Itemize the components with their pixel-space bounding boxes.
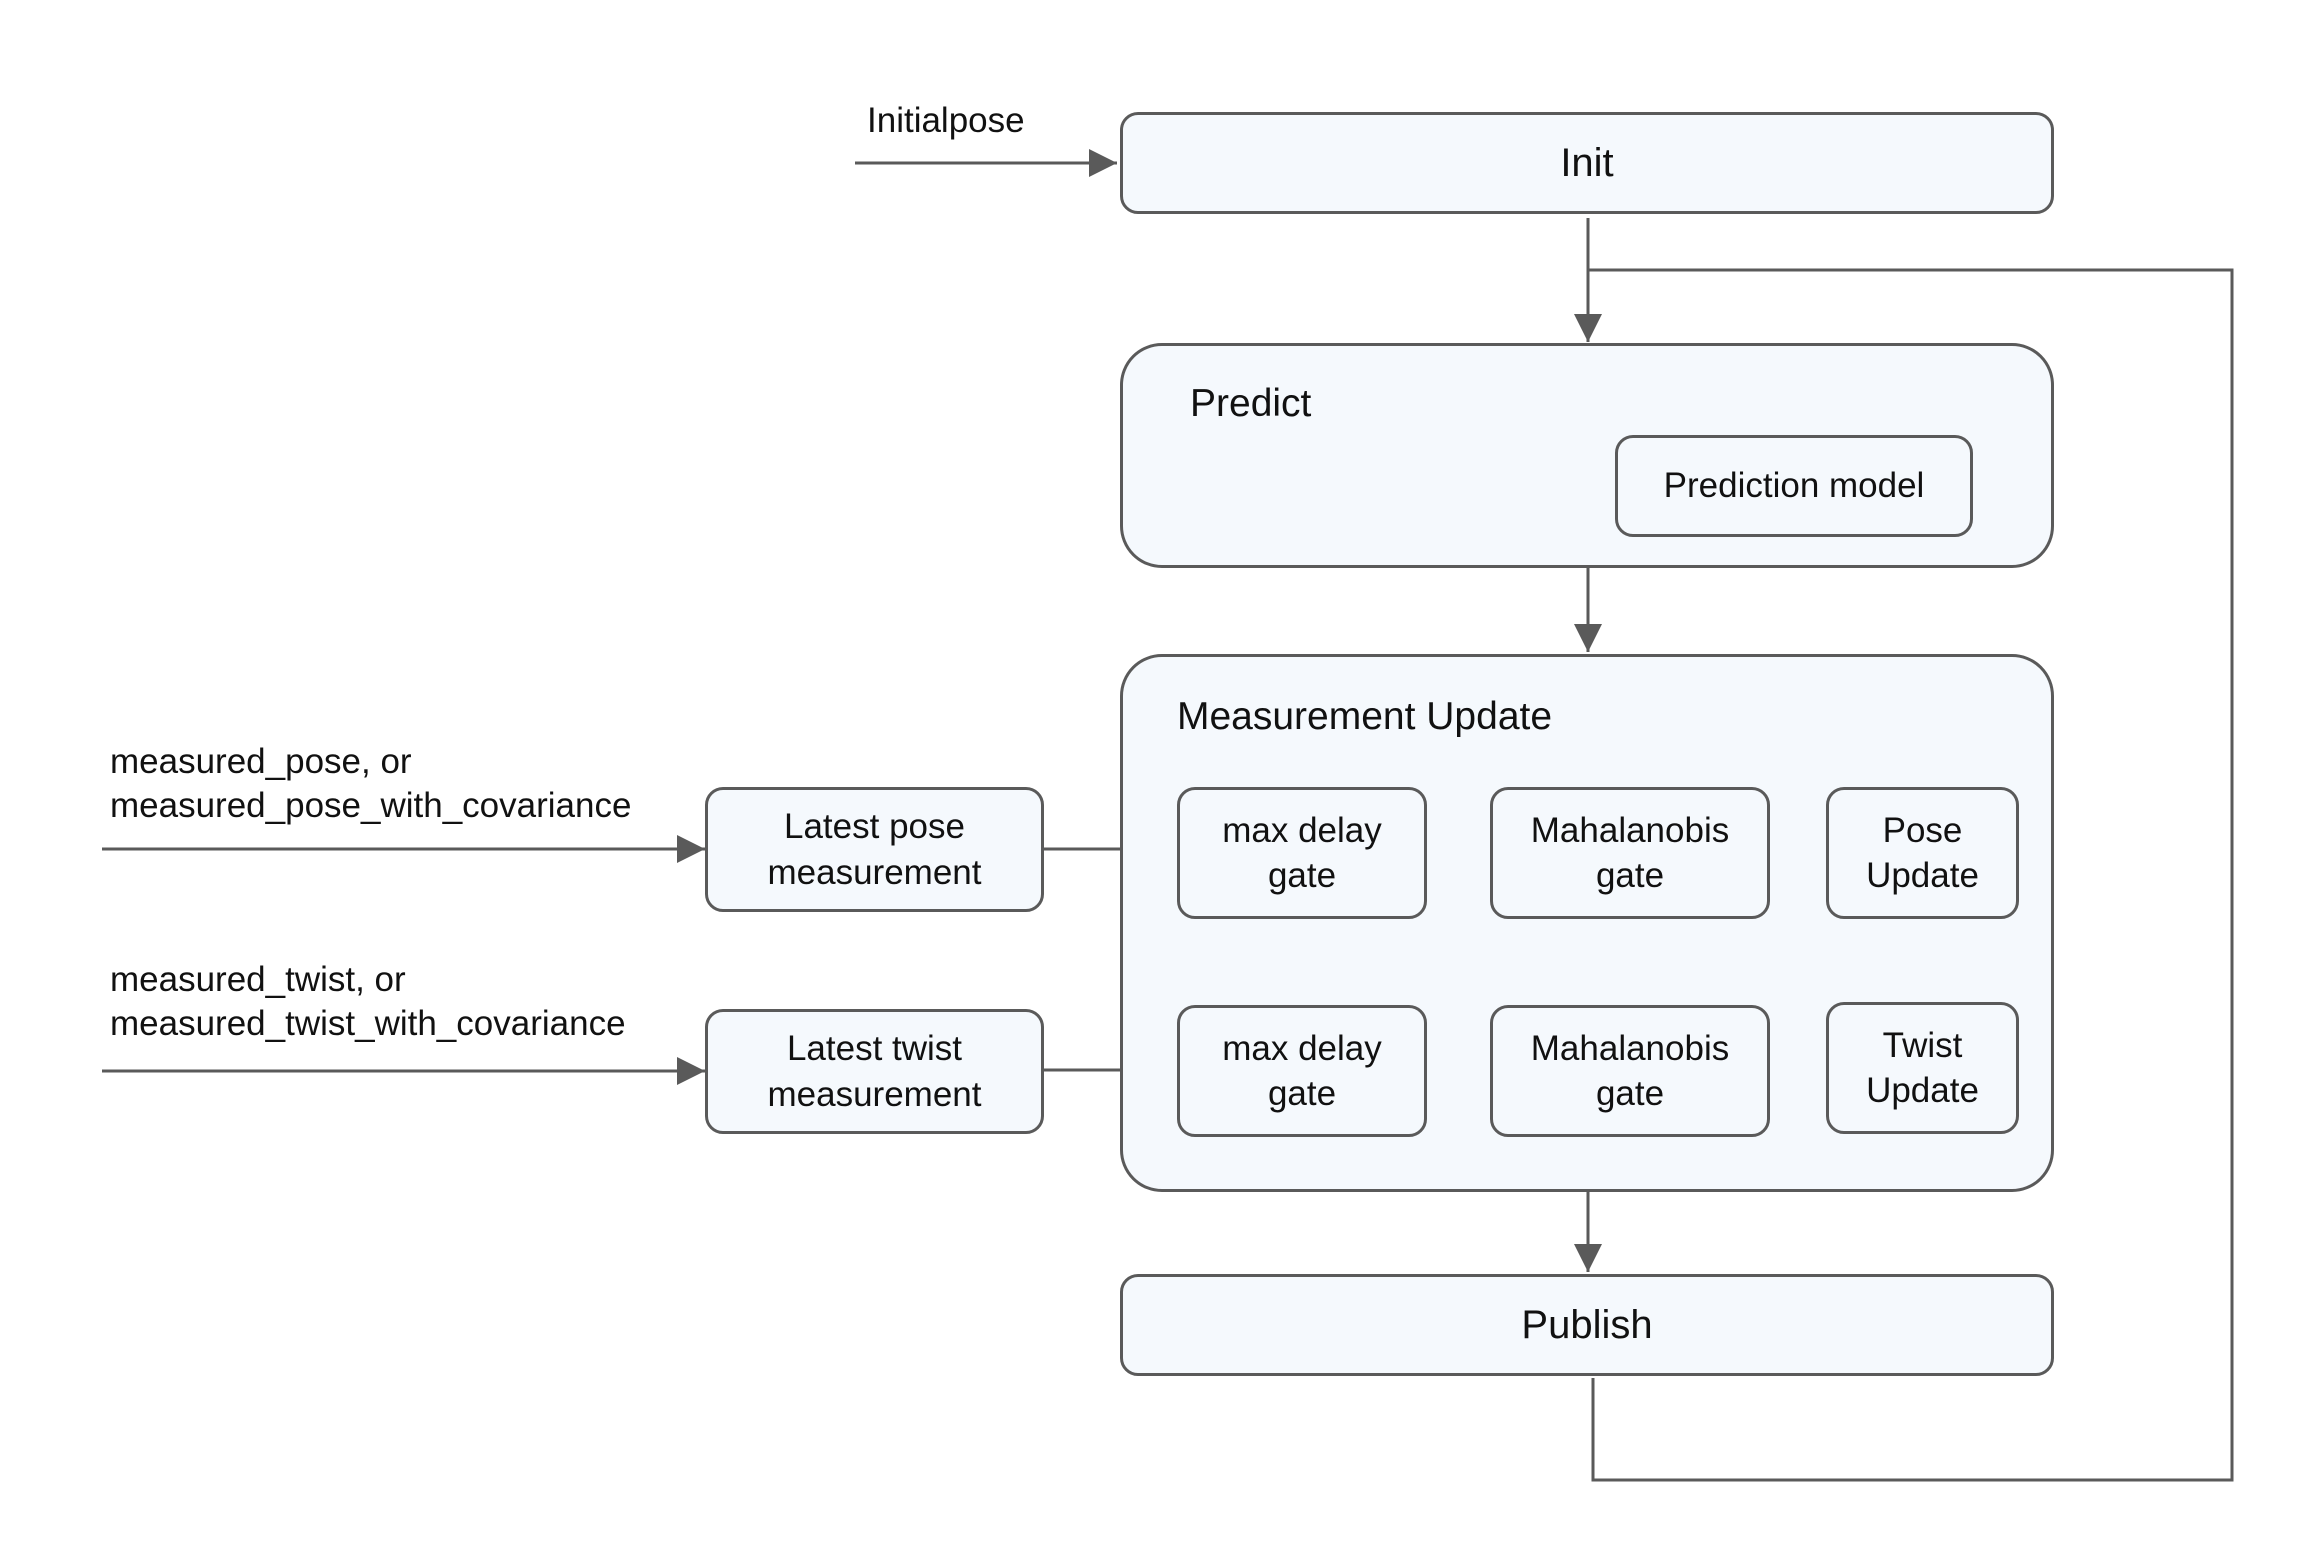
latest-twist-line2: measurement (767, 1074, 982, 1114)
pose-update-line1: Pose (1882, 810, 1963, 850)
pose-mahalanobis-line2: gate (1595, 856, 1665, 895)
pose-update-node: Pose Update (1826, 787, 2019, 919)
latest-twist-node: Latest twist measurement (705, 1009, 1044, 1134)
twist-mahalanobis-line2: gate (1595, 1074, 1665, 1113)
twist-update-line2: Update (1866, 1071, 1979, 1110)
pose-max-delay-line1: max delay (1222, 810, 1382, 850)
loop-publish-to-predict (1588, 268, 2234, 1482)
pose-input-line2: measured_pose_with_covariance (110, 786, 632, 825)
twist-input-label: measured_twist, or measured_twist_with_c… (110, 958, 626, 1046)
twist-update-line1: Twist (1882, 1025, 1963, 1065)
publish-node: Publish (1120, 1274, 2054, 1376)
predict-title: Predict (1190, 382, 1312, 425)
pose-mahalanobis-gate: Mahalanobis gate (1490, 787, 1770, 919)
initialpose-label: Initialpose (867, 101, 1025, 140)
prediction-model-node: Prediction model (1615, 435, 1973, 537)
twist-input-line2: measured_twist_with_covariance (110, 1004, 626, 1043)
init-label: Init (1560, 141, 1614, 185)
latest-twist-line1: Latest twist (786, 1029, 963, 1068)
twist-max-delay-line2: gate (1267, 1074, 1337, 1113)
twist-max-delay-gate: max delay gate (1177, 1005, 1427, 1137)
measurement-update-title: Measurement Update (1177, 695, 1553, 738)
latest-pose-line1: Latest pose (784, 807, 965, 846)
twist-mahalanobis-line1: Mahalanobis (1530, 1028, 1730, 1068)
twist-input-line1: measured_twist, or (110, 960, 406, 999)
pose-max-delay-line2: gate (1267, 856, 1337, 895)
prediction-model-label: Prediction model (1663, 466, 1925, 506)
publish-label: Publish (1521, 1303, 1653, 1347)
init-node: Init (1120, 112, 2054, 214)
pose-update-line2: Update (1866, 856, 1979, 895)
latest-pose-node: Latest pose measurement (705, 787, 1044, 912)
pose-mahalanobis-line1: Mahalanobis (1530, 810, 1730, 850)
twist-max-delay-line1: max delay (1222, 1028, 1382, 1068)
twist-mahalanobis-gate: Mahalanobis gate (1490, 1005, 1770, 1137)
pose-input-line1: measured_pose, or (110, 742, 412, 781)
twist-update-node: Twist Update (1826, 1002, 2019, 1134)
pose-input-label: measured_pose, or measured_pose_with_cov… (110, 740, 631, 828)
latest-pose-line2: measurement (767, 852, 982, 892)
pose-max-delay-gate: max delay gate (1177, 787, 1427, 919)
